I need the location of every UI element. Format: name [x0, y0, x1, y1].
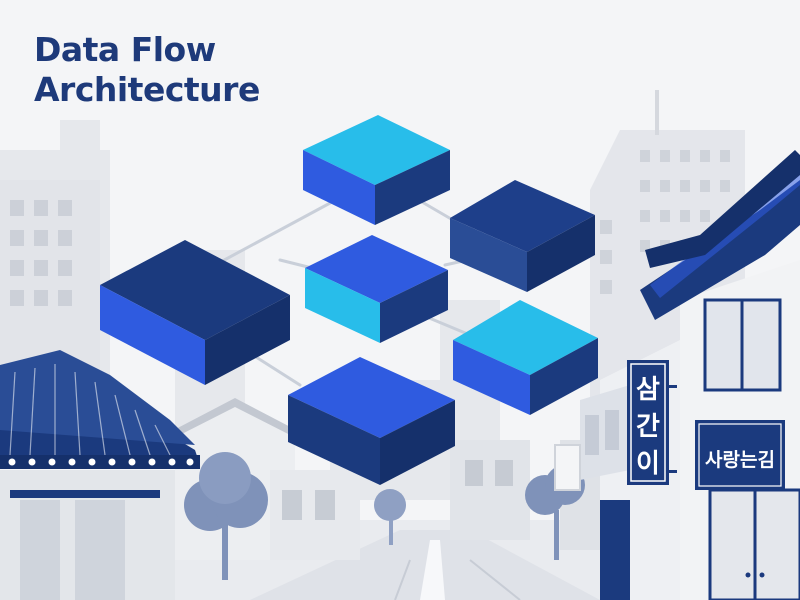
vertical-sign-char-3: 이	[636, 449, 660, 479]
data-block-top	[303, 115, 450, 225]
horizontal-sign-text: 사랑는김	[705, 449, 775, 471]
data-block-right-lower	[453, 300, 598, 415]
tree-left	[184, 452, 268, 580]
title-line-2: Architecture	[34, 70, 260, 109]
data-block-bottom	[288, 357, 455, 485]
left-hanok-house	[0, 350, 200, 600]
vertical-shop-sign: 삼 간 이	[627, 360, 677, 485]
vertical-sign-char-2: 간	[636, 412, 660, 442]
vertical-sign-char-1: 삼	[636, 375, 660, 405]
data-block-right-upper	[450, 180, 595, 292]
data-block-left-large	[100, 240, 290, 385]
data-block-center	[305, 235, 448, 343]
tree-middle	[374, 489, 406, 545]
page-title: Data Flow Architecture	[34, 30, 260, 110]
title-line-1: Data Flow	[34, 30, 216, 69]
horizontal-shop-sign: 사랑는김	[695, 420, 785, 490]
